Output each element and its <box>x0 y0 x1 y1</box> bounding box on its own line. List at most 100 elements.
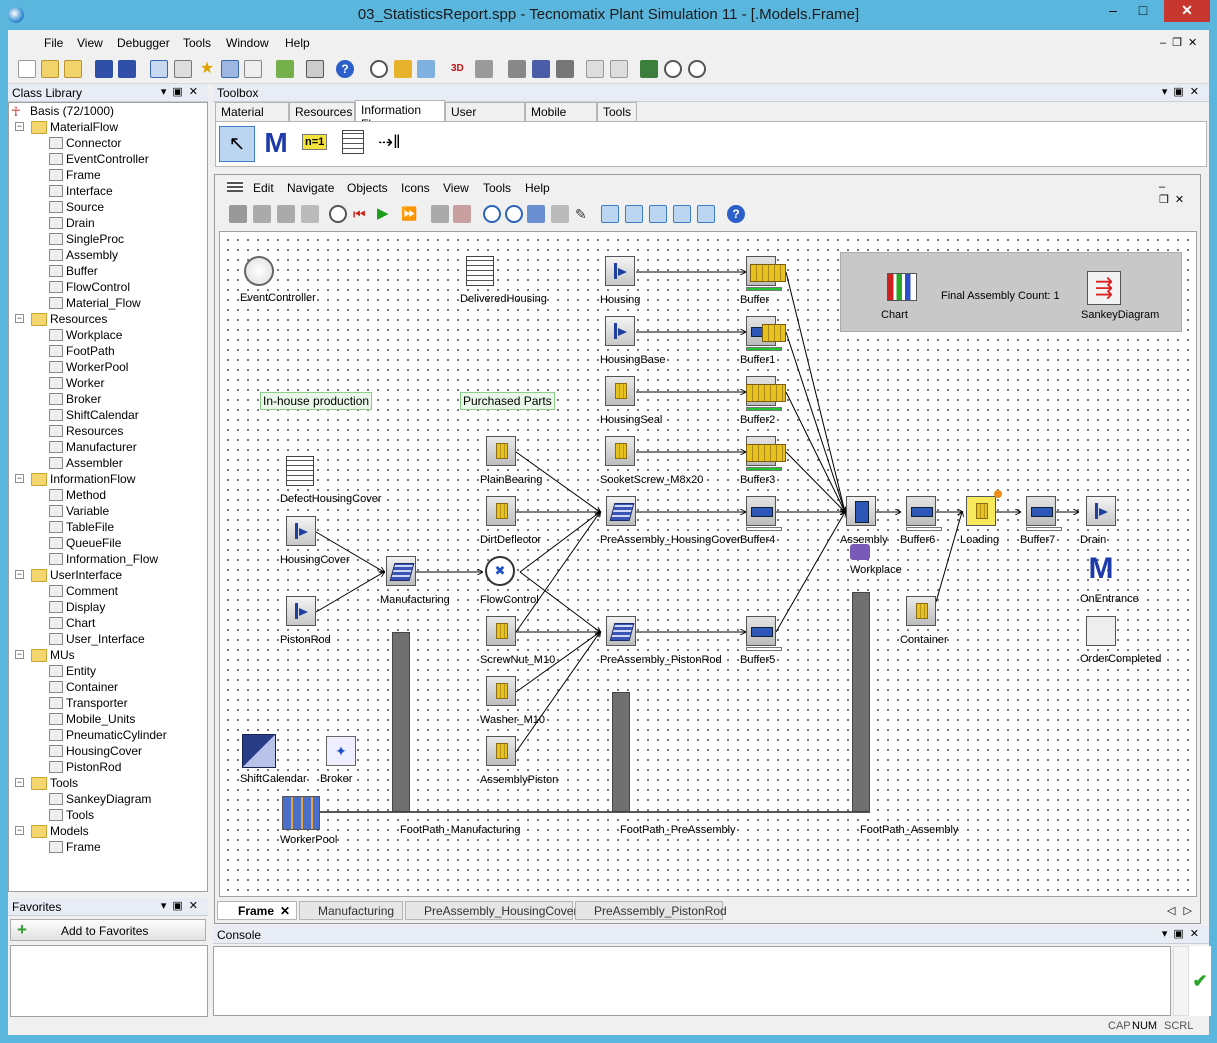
clock-b-icon[interactable] <box>664 60 682 78</box>
socket-screw-source[interactable] <box>605 436 635 466</box>
console-controls[interactable]: ▾▣✕ <box>1161 928 1205 940</box>
defect-housing-table[interactable] <box>286 456 314 486</box>
broker-icon[interactable]: ✦ <box>326 736 356 766</box>
tree-item[interactable]: −Tools <box>15 775 78 791</box>
footpath-assembly-bar[interactable] <box>852 592 870 812</box>
tab-information-flow[interactable]: Information Flow <box>355 100 445 131</box>
save-icon[interactable] <box>95 60 113 78</box>
minimize-button[interactable]: – <box>1109 2 1117 18</box>
menu-debugger[interactable]: Debugger <box>117 36 170 50</box>
tree-item[interactable]: Frame <box>49 839 101 855</box>
frame-menu-objects[interactable]: Objects <box>347 181 388 195</box>
tree-item[interactable]: FlowControl <box>49 279 130 295</box>
frame-window-controls[interactable]: –❐✕ <box>1159 181 1191 206</box>
tree-item[interactable]: Frame <box>49 167 101 183</box>
run-icon[interactable] <box>394 60 412 78</box>
zoom-fit-icon[interactable] <box>527 205 545 223</box>
reset-icon[interactable]: ⏮ <box>353 206 366 222</box>
tree-item[interactable]: Drain <box>49 215 95 231</box>
delete-icon[interactable] <box>431 205 449 223</box>
shift-calendar-icon[interactable] <box>242 734 276 768</box>
screw-nut-source[interactable] <box>486 616 516 646</box>
tree-item[interactable]: −Models <box>15 823 89 839</box>
tree-item[interactable]: Workplace <box>49 327 122 343</box>
start-icon[interactable]: ▶ <box>377 205 389 222</box>
housing-cover-source[interactable] <box>286 516 316 546</box>
tree-item[interactable]: FootPath <box>49 343 115 359</box>
tree-item[interactable]: Information_Flow <box>49 551 158 567</box>
open-folder-icon[interactable] <box>64 60 82 78</box>
tree-item[interactable]: Resources <box>49 423 123 439</box>
loading-object[interactable] <box>966 496 996 526</box>
event-controller-icon[interactable] <box>370 60 388 78</box>
tree-item[interactable]: Source <box>49 199 104 215</box>
order-completed-icon[interactable] <box>1086 616 1116 646</box>
close-tab-icon[interactable]: ✕ <box>280 904 291 918</box>
variable-icon[interactable]: n=1 <box>302 134 328 150</box>
worker-icon[interactable] <box>697 205 715 223</box>
collapse-toggle-icon[interactable]: − <box>15 825 24 835</box>
tree-item[interactable]: Transporter <box>49 695 128 711</box>
clock-a-icon[interactable] <box>640 60 658 78</box>
pointer-icon[interactable]: ↖ <box>219 126 255 162</box>
mdi-controls[interactable]: –❐✕ <box>1160 37 1204 49</box>
help-icon[interactable]: ? <box>336 60 354 78</box>
footpath-manufacturing-bar[interactable] <box>392 632 410 812</box>
tab-frame[interactable]: Frame ✕ <box>217 901 297 920</box>
tablefile-icon[interactable] <box>342 130 364 154</box>
up-icon[interactable] <box>253 205 271 223</box>
workplace-icon[interactable] <box>850 544 870 560</box>
add-to-favorites-button[interactable]: + Add to Favorites <box>10 919 206 941</box>
queuefile-icon[interactable]: ⇢‖ <box>378 132 401 152</box>
tab-material-flow[interactable]: Material Flow <box>215 102 289 133</box>
open-icon[interactable] <box>41 60 59 78</box>
buffer6-object[interactable] <box>906 496 936 526</box>
tree-item[interactable]: EventController <box>49 151 149 167</box>
plain-bearing-source[interactable] <box>486 436 516 466</box>
report-icon[interactable] <box>556 60 574 78</box>
menu-window[interactable]: Window <box>226 36 269 50</box>
class-library-controls[interactable]: ▾▣✕ <box>160 86 204 98</box>
tree-item[interactable]: Broker <box>49 391 101 407</box>
customize-icon[interactable] <box>244 60 262 78</box>
console-scrollbar[interactable] <box>1173 946 1189 1016</box>
tree-item[interactable]: TableFile <box>49 519 114 535</box>
collapse-toggle-icon[interactable]: − <box>15 777 24 787</box>
frame-menu-view[interactable]: View <box>443 181 469 195</box>
tree-item[interactable]: −UserInterface <box>15 567 122 583</box>
on-entrance-method-icon[interactable]: M <box>1088 552 1114 585</box>
delivered-housing-table[interactable] <box>466 256 494 286</box>
clock-c-icon[interactable] <box>688 60 706 78</box>
favorites-list[interactable] <box>10 945 208 1017</box>
collapse-toggle-icon[interactable]: − <box>15 569 24 579</box>
sankey-diagram-icon[interactable]: ⇶ <box>1087 271 1121 305</box>
dirt-deflector-source[interactable] <box>486 496 516 526</box>
tree-item[interactable]: PistonRod <box>49 759 121 775</box>
tab-mobile-units[interactable]: Mobile Units <box>525 102 597 133</box>
title-bar[interactable]: 03_StatisticsReport.spp - Tecnomatix Pla… <box>0 0 1217 30</box>
tree-item[interactable]: PneumaticCylinder <box>49 727 167 743</box>
buffer7-object[interactable] <box>1026 496 1056 526</box>
show-names-icon[interactable] <box>601 205 619 223</box>
frame-menu-edit[interactable]: Edit <box>253 181 274 195</box>
tile-icon[interactable] <box>610 60 628 78</box>
container-source[interactable] <box>906 596 936 626</box>
tree-item[interactable]: ShiftCalendar <box>49 407 139 423</box>
3d-view-icon[interactable] <box>174 60 192 78</box>
tab-user-interface[interactable]: User Interface <box>445 102 525 133</box>
maximize-button[interactable]: □ <box>1138 2 1148 18</box>
tree-item[interactable]: Assembler <box>49 455 123 471</box>
housing-seal-source[interactable] <box>605 376 635 406</box>
tree-root[interactable]: ☥ Basis (72/1000) <box>11 103 115 119</box>
new-icon[interactable] <box>18 60 36 78</box>
comment-icon[interactable] <box>649 205 667 223</box>
flow-control-object[interactable]: ✖ <box>485 556 515 586</box>
tree-item[interactable]: Chart <box>49 615 95 631</box>
3d-frame-icon[interactable] <box>301 205 319 223</box>
menu-view[interactable]: View <box>77 36 103 50</box>
tab-tools[interactable]: Tools <box>597 102 637 122</box>
tree-item[interactable]: Worker <box>49 375 104 391</box>
grid-icon[interactable] <box>673 205 691 223</box>
tree-item[interactable]: Tools <box>49 807 94 823</box>
tree-item[interactable]: Variable <box>49 503 109 519</box>
